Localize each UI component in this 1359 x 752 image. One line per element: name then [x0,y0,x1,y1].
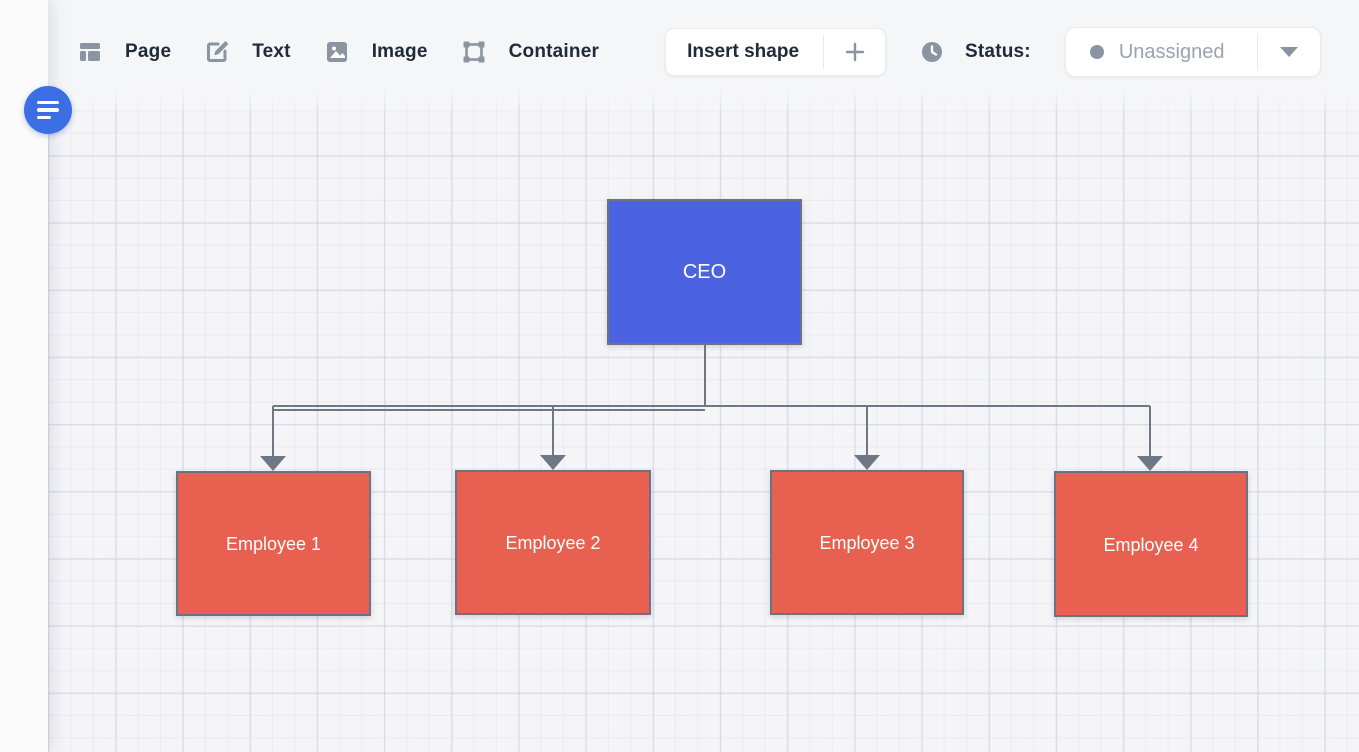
arrowhead-icon [260,456,286,471]
node-employee-3-label: Employee 3 [819,533,914,553]
status-value-text: Unassigned [1118,40,1225,63]
node-ceo-label: CEO [683,261,726,283]
status-dropdown-caret-button[interactable] [1258,28,1320,76]
tool-page-label: Page [125,41,172,62]
divider [1256,34,1258,70]
insert-shape-label[interactable]: Insert shape [687,41,800,62]
status-dropdown-value[interactable]: Unassigned [1066,28,1257,76]
container-frame-icon [463,41,485,63]
insert-shape-button[interactable]: Insert shape [665,28,887,76]
node-employee-4-label: Employee 4 [1103,535,1198,555]
divider [823,35,825,69]
chevron-down-icon [1279,47,1298,57]
tool-image-label: Image [371,41,428,62]
plus-button[interactable] [824,29,885,75]
status-dot-icon [1089,45,1104,59]
tool-container[interactable]: Container [462,40,599,64]
tool-page[interactable]: Page [78,40,171,64]
status-group: Status: [920,40,1031,64]
page-layout-icon [80,43,100,61]
status-dropdown[interactable]: Unassigned [1064,27,1321,77]
node-ceo[interactable]: CEO [607,199,802,345]
tool-container-label: Container [508,41,600,62]
text-edit-icon [207,41,229,62]
arrowhead-icon [854,455,880,470]
node-employee-2[interactable]: Employee 2 [455,470,651,615]
tool-text-label: Text [252,41,291,62]
status-label: Status: [965,41,1031,62]
hamburger-menu-button[interactable] [24,86,72,134]
clock-icon [922,42,943,62]
plus-icon [845,42,864,62]
tool-image[interactable]: Image [325,40,428,64]
connectors [260,344,1163,471]
hamburger-menu-icon [37,100,59,105]
node-employee-3[interactable]: Employee 3 [770,470,964,615]
arrowhead-icon [540,455,566,470]
node-employee-1-label: Employee 1 [226,534,321,554]
image-icon [326,42,347,62]
node-employee-1[interactable]: Employee 1 [176,471,371,616]
tool-text[interactable]: Text [205,40,290,64]
node-employee-4[interactable]: Employee 4 [1054,471,1248,617]
node-employee-2-label: Employee 2 [505,533,600,553]
arrowhead-icon [1137,456,1163,471]
hamburger-menu-icon [37,115,51,120]
toolbar: Page Text Image C [78,0,1349,104]
canvas-grid[interactable] [48,88,1359,752]
hamburger-menu-icon [37,108,59,112]
